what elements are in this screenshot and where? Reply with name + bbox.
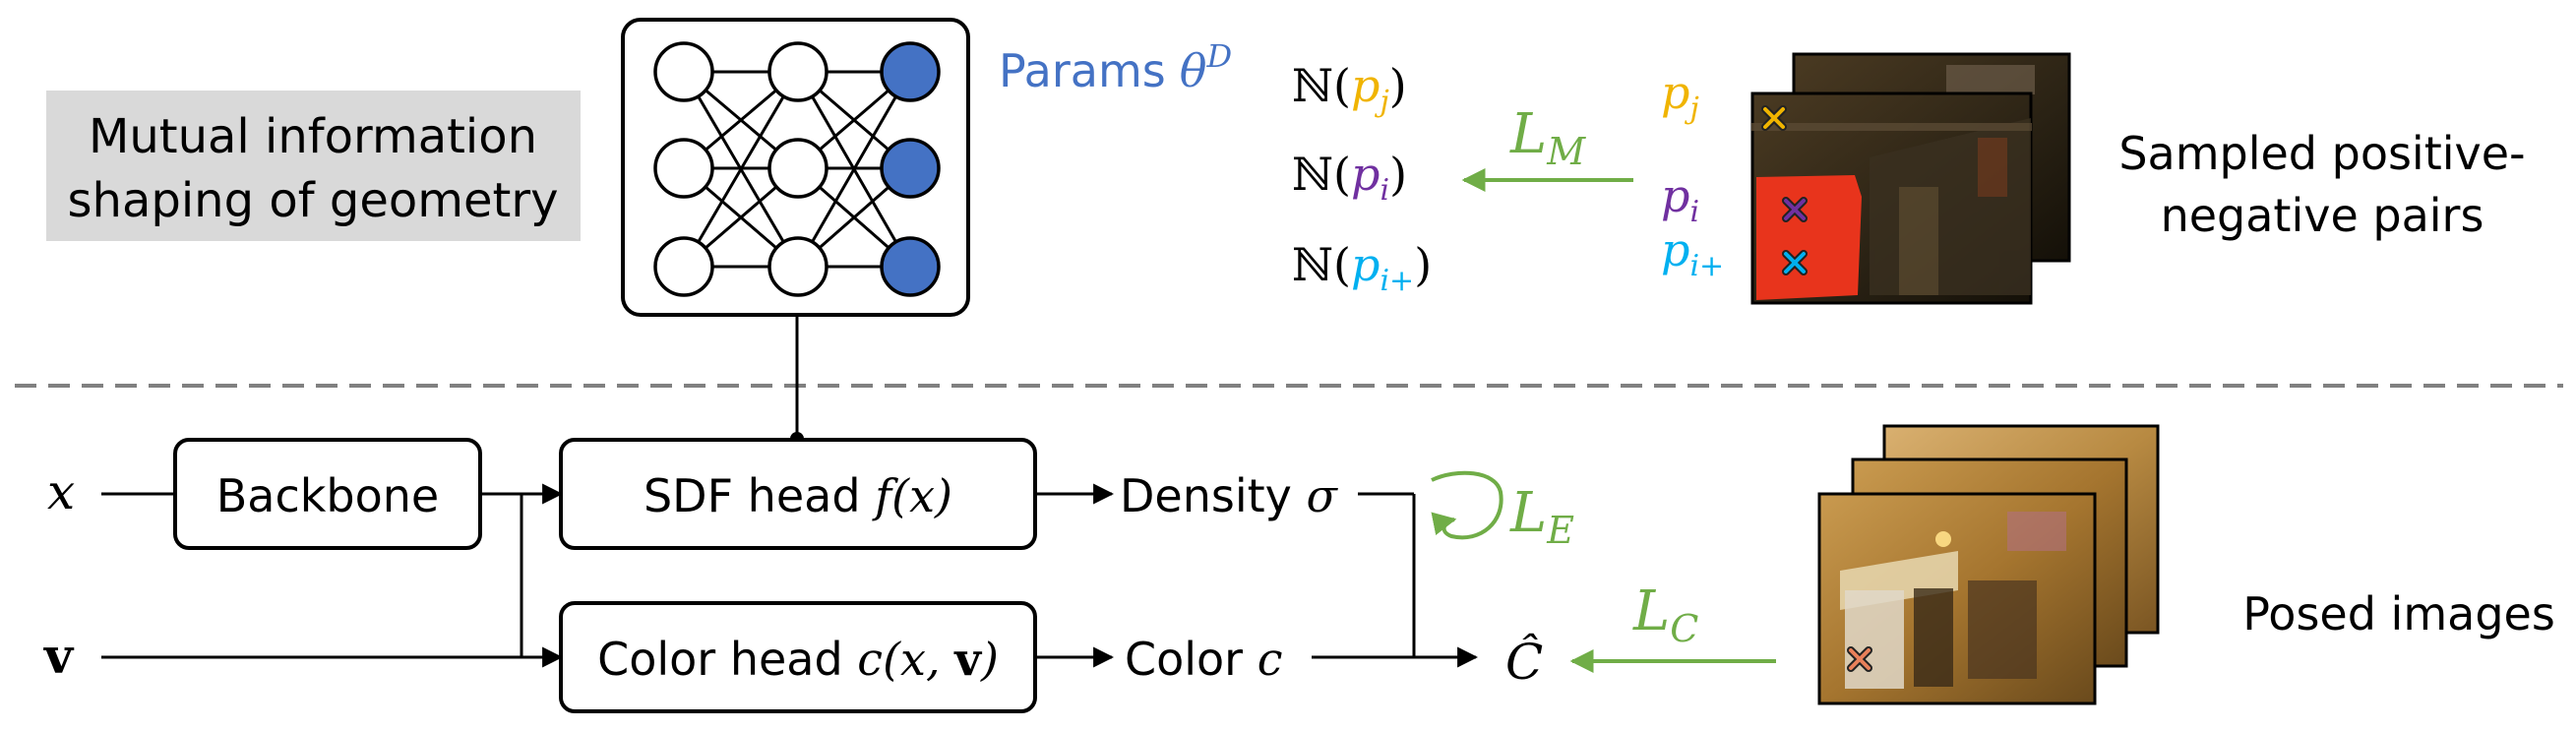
posed-images-label: Posed images (2242, 587, 2555, 640)
discriminator-network (621, 18, 970, 317)
neighborhood-pi: ℕ(pi) (1292, 148, 1407, 208)
section-label-box: Mutual information shaping of geometry (46, 91, 581, 241)
section-label-line2: shaping of geometry (68, 173, 559, 228)
point-label-pj: pj (1661, 66, 1699, 126)
neighborhood-pj: ℕ(pj) (1292, 59, 1407, 119)
point-label-pi-plus: pi+ (1661, 223, 1724, 283)
rendered-color: Ĉ (1505, 633, 1543, 691)
input-view: v (43, 627, 75, 685)
color-head-label: Color head c(x, v) (597, 633, 999, 686)
neighborhood-pi-plus: ℕ(pi+) (1292, 238, 1432, 298)
sampled-pairs-line2: negative pairs (2161, 189, 2484, 242)
eikonal-loop-arrow (1431, 470, 1503, 540)
color-loss: LC (1569, 579, 1776, 673)
eikonal-loss: LE (1431, 470, 1574, 552)
sampled-image-stack (1750, 52, 2071, 305)
backbone-block: Backbone (173, 438, 482, 550)
sampled-pairs-line1: Sampled positive- (2118, 127, 2525, 180)
room-shapes (1751, 118, 2032, 295)
network-nodes (653, 41, 941, 297)
density-label: Density σ (1120, 469, 1339, 522)
neighborhood-list: ℕ(pj) ℕ(pi) ℕ(pi+) (1292, 59, 1432, 298)
backbone-label: Backbone (216, 469, 439, 522)
section-label-line1: Mutual information (89, 109, 537, 164)
eikonal-loss-label: LE (1509, 481, 1574, 552)
mutual-loss: LM (1461, 102, 1633, 192)
sdf-head-block: SDF head f(x) (559, 438, 1037, 550)
color-head-block: Color head c(x, v) (559, 601, 1037, 713)
color-label: Color c (1125, 633, 1283, 686)
sdf-head-label: SDF head f(x) (644, 469, 952, 522)
point-labels: pj pi pi+ (1661, 66, 1724, 283)
mask-region (1756, 175, 1862, 300)
posed-room-shapes (1840, 512, 2066, 689)
input-position: x (47, 463, 75, 520)
color-loss-label: LC (1632, 579, 1698, 650)
mutual-loss-label: LM (1509, 102, 1586, 173)
posed-image-stack (1817, 424, 2160, 705)
point-label-pi: pi (1661, 169, 1699, 229)
